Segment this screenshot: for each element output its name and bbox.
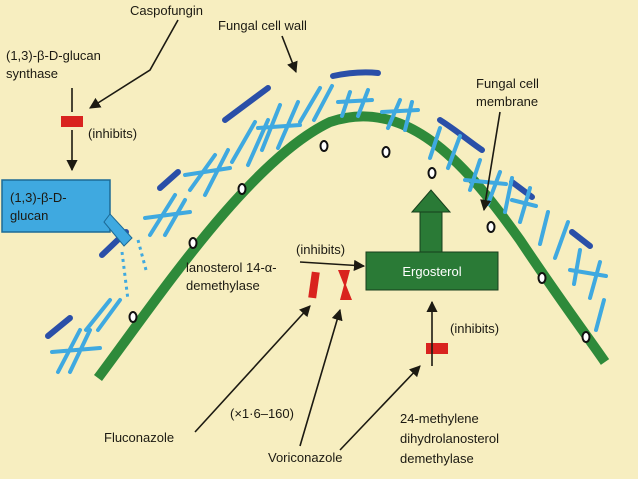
caspofungin-label: Caspofungin — [130, 3, 203, 18]
glucan-box-pointer — [103, 213, 133, 247]
ergosterol-stem — [419, 211, 443, 253]
glucan-fibers — [50, 84, 608, 374]
fungal-cell-membrane-label-2: membrane — [476, 94, 538, 109]
glucan-synthase-enzyme-block — [61, 116, 83, 127]
inhibits-mid-label: (inhibits) — [296, 242, 345, 257]
cell-wall-outer-bars — [45, 69, 593, 339]
fungal-cell-membrane — [93, 111, 610, 381]
lanosterol-enzyme-block-2 — [338, 270, 352, 300]
glucan-box — [1, 179, 111, 233]
glucan-box-label-2: glucan — [10, 208, 48, 223]
broken-glucan-dots — [120, 239, 148, 301]
fluconazole-label: Fluconazole — [104, 430, 174, 445]
inhibits-top-label: (inhibits) — [88, 126, 137, 141]
methylene-enzyme-block — [426, 343, 448, 354]
lanosterol-label-1: lanosterol 14-α- — [186, 260, 277, 275]
ergosterol-box — [365, 251, 499, 291]
methylene-label-1: 24-methylene — [400, 411, 479, 426]
lanosterol-label-2: demethylase — [186, 278, 260, 293]
inhibits-right-label: (inhibits) — [450, 321, 499, 336]
fungal-cell-wall-label: Fungal cell wall — [218, 18, 307, 33]
glucan-box-label-1: (1,3)-β-D- — [10, 190, 67, 205]
glucan-synthase-label-1: (1,3)-β-D-glucan — [6, 48, 101, 63]
methylene-label-3: demethylase — [400, 451, 474, 466]
voriconazole-label: Voriconazole — [268, 450, 342, 465]
membrane-pores — [128, 140, 591, 343]
fungal-cell-membrane-label-1: Fungal cell — [476, 76, 539, 91]
methylene-label-2: dihydrolanosterol — [400, 431, 499, 446]
ergosterol-label: Ergosterol — [402, 264, 461, 279]
lanosterol-enzyme-block-1 — [308, 271, 320, 299]
glucan-synthase-label-2: synthase — [6, 66, 58, 81]
ergosterol-arrowhead — [410, 189, 452, 213]
arrows — [66, 19, 501, 451]
potency-label: (×1·6–160) — [230, 406, 294, 421]
